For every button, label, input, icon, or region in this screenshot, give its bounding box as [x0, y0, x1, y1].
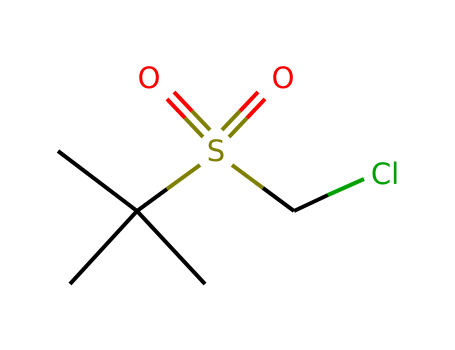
- bond-c-s-sulfur-half: [165, 163, 202, 191]
- bond-c-s-carbon-half: [135, 187, 169, 213]
- double-bond-s-o-right: [220, 90, 267, 139]
- atom-sulfur: S: [207, 134, 225, 168]
- bond-s-ch2-carbon-half: [261, 186, 296, 213]
- atom-oxygen-right: O: [272, 61, 295, 95]
- double-bond-s-o-left: [165, 90, 212, 139]
- atom-chlorine: Cl: [371, 157, 399, 191]
- bond-s-ch2-sulfur-half: [230, 163, 265, 190]
- bond-methyl-left: [68, 209, 139, 286]
- bond-ch2-cl-carbon-half: [293, 193, 329, 213]
- bond-ch2-cl-chlorine-half: [327, 177, 365, 197]
- bond-methyl-top: [56, 149, 139, 213]
- atom-oxygen-left: O: [138, 61, 161, 95]
- bond-methyl-right: [135, 209, 207, 286]
